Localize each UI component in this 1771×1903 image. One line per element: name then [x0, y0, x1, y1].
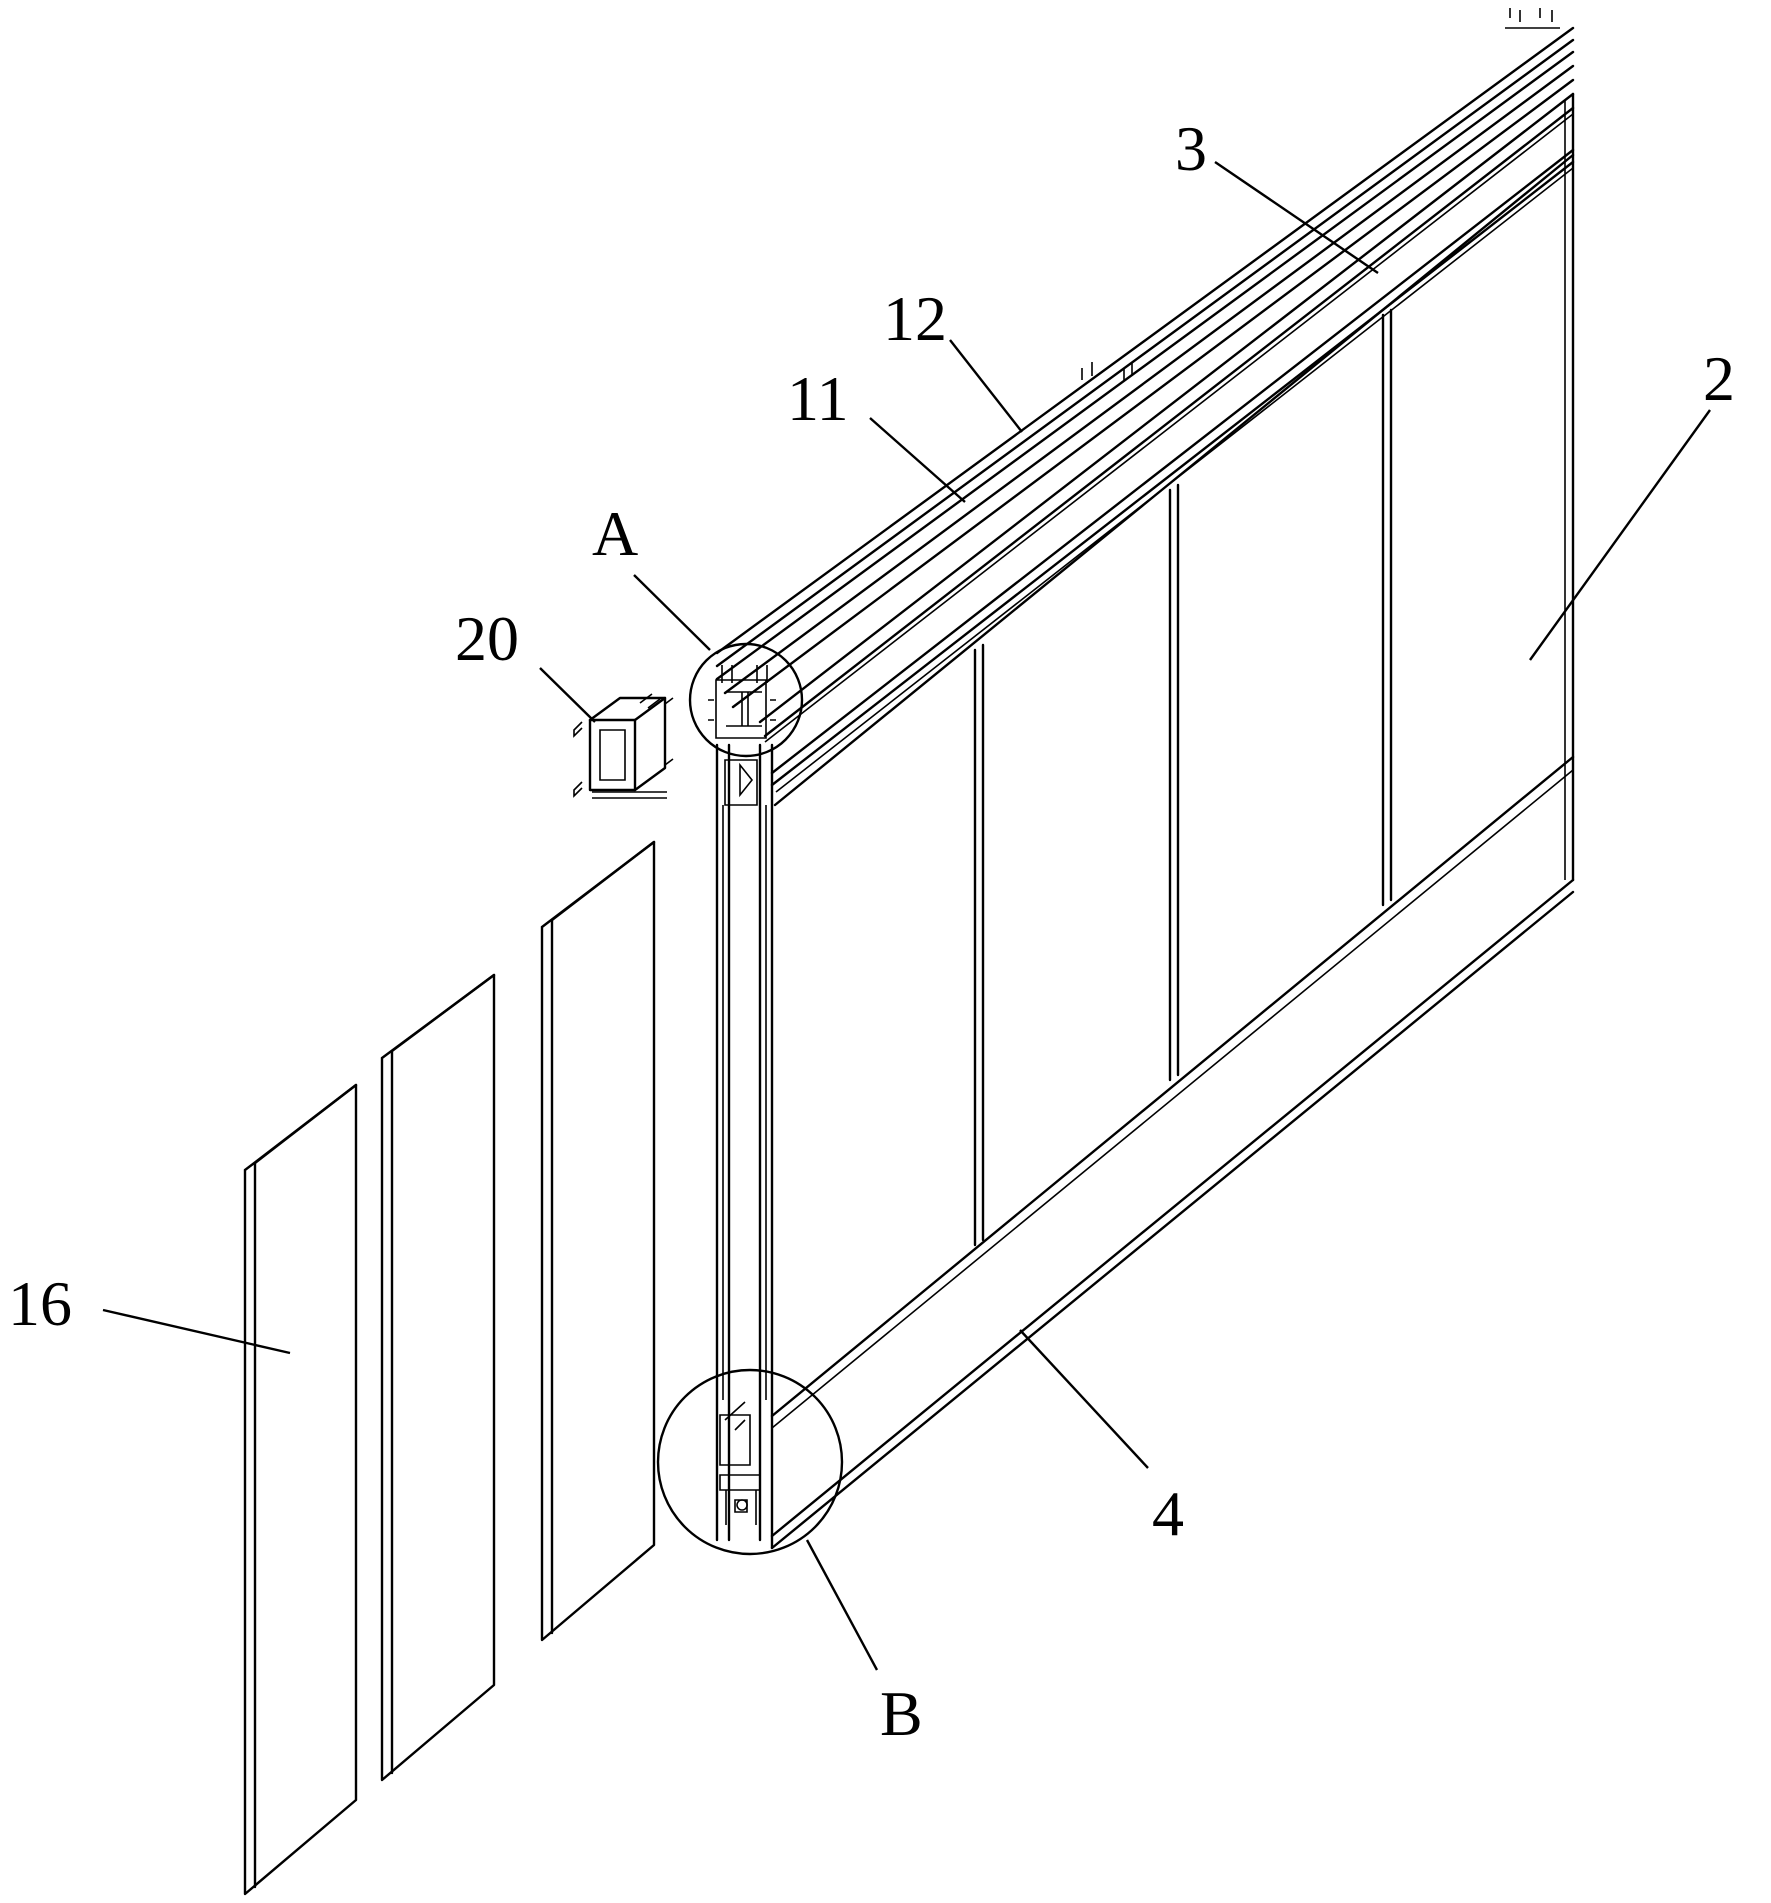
label-A: A [592, 498, 638, 569]
label-11: 11 [787, 363, 849, 434]
leader-2 [1529, 409, 1711, 661]
leader-11 [869, 417, 966, 503]
top-rail [715, 8, 1575, 793]
panel-board-3 [540, 840, 656, 1642]
panel-board-2 [380, 973, 496, 1782]
leader-3 [1214, 161, 1379, 274]
label-20: 20 [455, 603, 519, 674]
leader-A [633, 574, 711, 651]
detail-A [688, 642, 804, 758]
label-12: 12 [883, 283, 947, 354]
left-post [715, 743, 774, 1550]
leader-4 [1019, 1329, 1149, 1469]
label-3: 3 [1175, 113, 1207, 184]
leader-20 [539, 667, 596, 723]
label-4: 4 [1152, 1478, 1184, 1549]
panel-board-1 [243, 1083, 358, 1896]
label-B: B [880, 1678, 923, 1749]
wall-panel-assembly [715, 8, 1575, 1550]
connector-20 [573, 693, 674, 799]
leader-lines [102, 161, 1711, 1671]
detail-B [656, 1368, 844, 1556]
leader-12 [949, 339, 1023, 433]
label-2: 2 [1703, 343, 1735, 414]
label-16: 16 [8, 1268, 72, 1339]
leader-16 [102, 1308, 291, 1355]
leader-B [805, 1539, 879, 1671]
panel-boards-16 [243, 840, 656, 1896]
reference-labels: 3 12 11 2 A 20 16 4 B [8, 113, 1735, 1749]
